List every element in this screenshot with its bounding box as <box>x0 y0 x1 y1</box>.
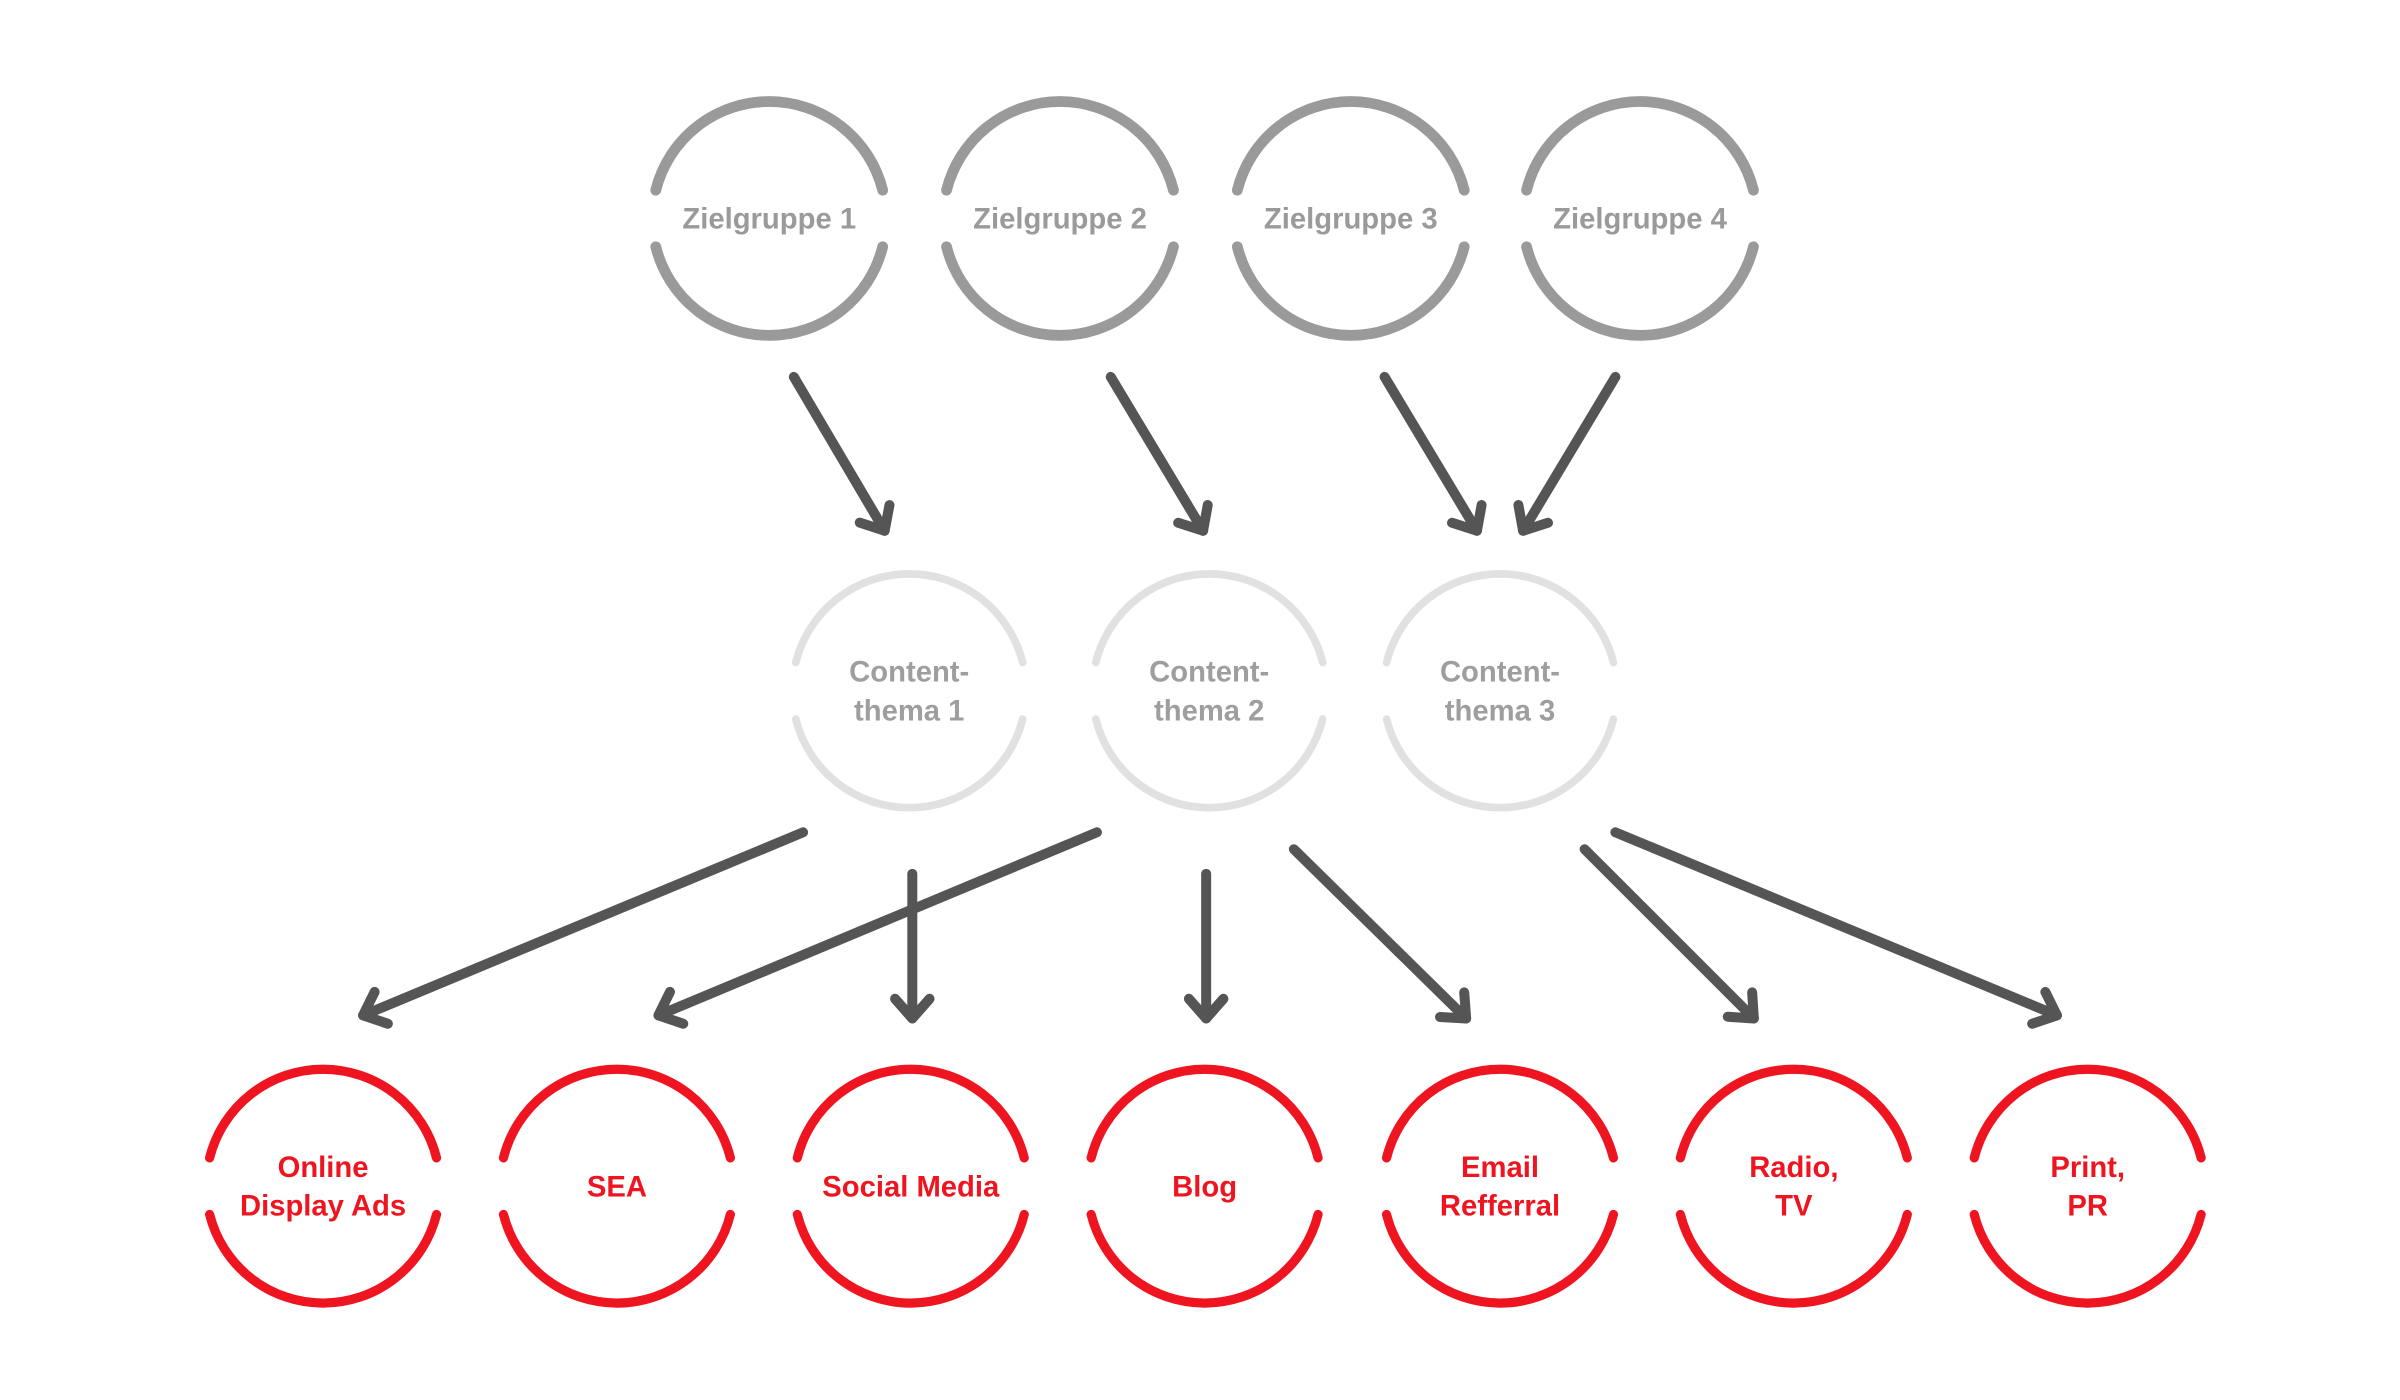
arrow-topics-1-to-channels-3 <box>1183 868 1229 1024</box>
audience-row: Zielgruppe 1 Zielgruppe 2 Zielgruppe 3 Ziel… <box>650 96 1759 341</box>
content-topic-label-line: Content- <box>1440 657 1560 689</box>
channel-label-line: Print, <box>2050 1152 2125 1184</box>
audience-node-2: Zielgruppe 2 <box>941 96 1179 341</box>
channel-label-line: Radio, <box>1749 1152 1838 1184</box>
channel-node-3: Social Media <box>792 1064 1029 1308</box>
arrow-audiences-2-to-topics-2 <box>1379 371 1487 536</box>
channel-ring-top <box>498 1064 735 1163</box>
content-topic-label-line: thema 2 <box>1154 695 1264 727</box>
arrow-shaft <box>1288 844 1472 1024</box>
audience-label-line: Zielgruppe 2 <box>973 204 1147 236</box>
arrow-topics-1-to-channels-4 <box>1288 844 1472 1024</box>
arrow-head <box>854 500 895 536</box>
content-topic-label-line: thema 1 <box>854 695 964 727</box>
channel-label-line: TV <box>1775 1191 1813 1223</box>
channel-node-6: Radio, TV <box>1675 1064 1912 1308</box>
channel-ring-top <box>792 1064 1029 1163</box>
arrow-shaft <box>1379 371 1482 536</box>
audience-ring-bottom <box>1231 241 1470 341</box>
audience-node-1: Zielgruppe 1 <box>650 96 889 341</box>
arrow-shaft <box>1518 371 1621 536</box>
channel-node-4: Blog <box>1086 1064 1323 1308</box>
audience-node-4: Zielgruppe 4 <box>1521 96 1759 341</box>
content-topic-label-line: Content- <box>849 657 969 689</box>
channel-label-line: PR <box>2067 1191 2108 1223</box>
channel-ring-top <box>1086 1064 1323 1163</box>
audience-ring-top <box>1521 96 1759 196</box>
content-topic-ring-top <box>1091 570 1327 667</box>
content-topic-ring-bottom <box>1382 715 1618 812</box>
audience-ring-bottom <box>941 241 1179 341</box>
audience-label-line: Zielgruppe 3 <box>1264 204 1438 236</box>
channel-ring-top <box>1381 1064 1619 1163</box>
channel-ring-top <box>1675 1064 1912 1163</box>
channel-label-line: Blog <box>1172 1171 1237 1203</box>
arrow-head <box>1435 987 1472 1024</box>
content-topic-label-line: thema 3 <box>1445 695 1555 727</box>
arrow-topics-0-to-channels-2 <box>890 868 935 1024</box>
channel-label-line: Display Ads <box>240 1191 406 1223</box>
channel-ring-bottom <box>1675 1209 1912 1308</box>
channel-node-2: SEA <box>498 1064 735 1308</box>
audience-ring-top <box>650 96 889 196</box>
channel-ring-bottom <box>1086 1209 1323 1308</box>
arrow-head <box>653 986 689 1029</box>
arrow-topics-2-to-channels-5 <box>1579 844 1759 1024</box>
channel-ring-bottom <box>792 1209 1029 1308</box>
content-topic-ring-top <box>791 570 1027 667</box>
arrow-head <box>2027 986 2062 1029</box>
audience-ring-top <box>1231 96 1470 196</box>
channel-ring-top <box>205 1064 442 1163</box>
channel-ring-bottom <box>1969 1209 2206 1308</box>
arrow-head <box>1183 993 1229 1024</box>
content-topic-node-1: Content-thema 1 <box>791 570 1027 812</box>
arrow-head <box>358 986 393 1029</box>
arrow-topics-1-to-channels-1 <box>653 827 1102 1029</box>
channel-label-line: Refferral <box>1440 1191 1560 1223</box>
content-topic-ring-top <box>1382 570 1618 667</box>
audience-ring-bottom <box>650 241 889 341</box>
arrow-shaft <box>1105 371 1209 536</box>
channel-label-line: Email <box>1461 1152 1539 1184</box>
arrow-shaft <box>1610 827 2062 1021</box>
arrow-topics-0-to-channels-0 <box>358 827 809 1029</box>
arrow-head <box>890 993 935 1024</box>
channel-node-7: Print, PR <box>1969 1064 2206 1308</box>
channel-ring-bottom <box>205 1209 442 1308</box>
channel-label-line: Online <box>278 1152 369 1184</box>
channel-label-line: Social Media <box>822 1171 1000 1203</box>
content-topic-node-2: Content-thema 2 <box>1091 570 1327 812</box>
audience-label-line: Zielgruppe 1 <box>682 204 856 236</box>
arrow-audiences-3-to-topics-2 <box>1513 371 1621 536</box>
channel-ring-top <box>1969 1064 2206 1163</box>
arrow-topics-2-to-channels-6 <box>1610 827 2062 1029</box>
content-topic-ring-bottom <box>1091 715 1327 812</box>
arrow-head <box>1513 500 1553 536</box>
channel-ring-bottom <box>498 1209 735 1308</box>
arrows <box>358 371 2062 1029</box>
arrow-shaft <box>653 827 1102 1021</box>
arrow-head <box>1447 500 1487 536</box>
arrow-head <box>1173 500 1213 536</box>
audience-ring-top <box>941 96 1179 196</box>
arrow-audiences-0-to-topics-0 <box>788 371 895 536</box>
content-topic-ring-bottom <box>791 715 1027 812</box>
arrow-shaft <box>358 827 809 1021</box>
arrow-head <box>1722 987 1759 1024</box>
content-topic-node-3: Content-thema 3 <box>1382 570 1618 812</box>
audience-node-3: Zielgruppe 3 <box>1231 96 1470 341</box>
arrow-shaft <box>788 371 890 536</box>
channel-label-line: SEA <box>587 1171 647 1203</box>
audience-ring-bottom <box>1521 241 1759 341</box>
content-topic-label-line: Content- <box>1149 657 1269 689</box>
arrow-audiences-1-to-topics-1 <box>1105 371 1213 536</box>
arrow-shaft <box>1579 844 1759 1024</box>
channel-ring-bottom <box>1381 1209 1619 1308</box>
audience-label-line: Zielgruppe 4 <box>1553 204 1727 236</box>
